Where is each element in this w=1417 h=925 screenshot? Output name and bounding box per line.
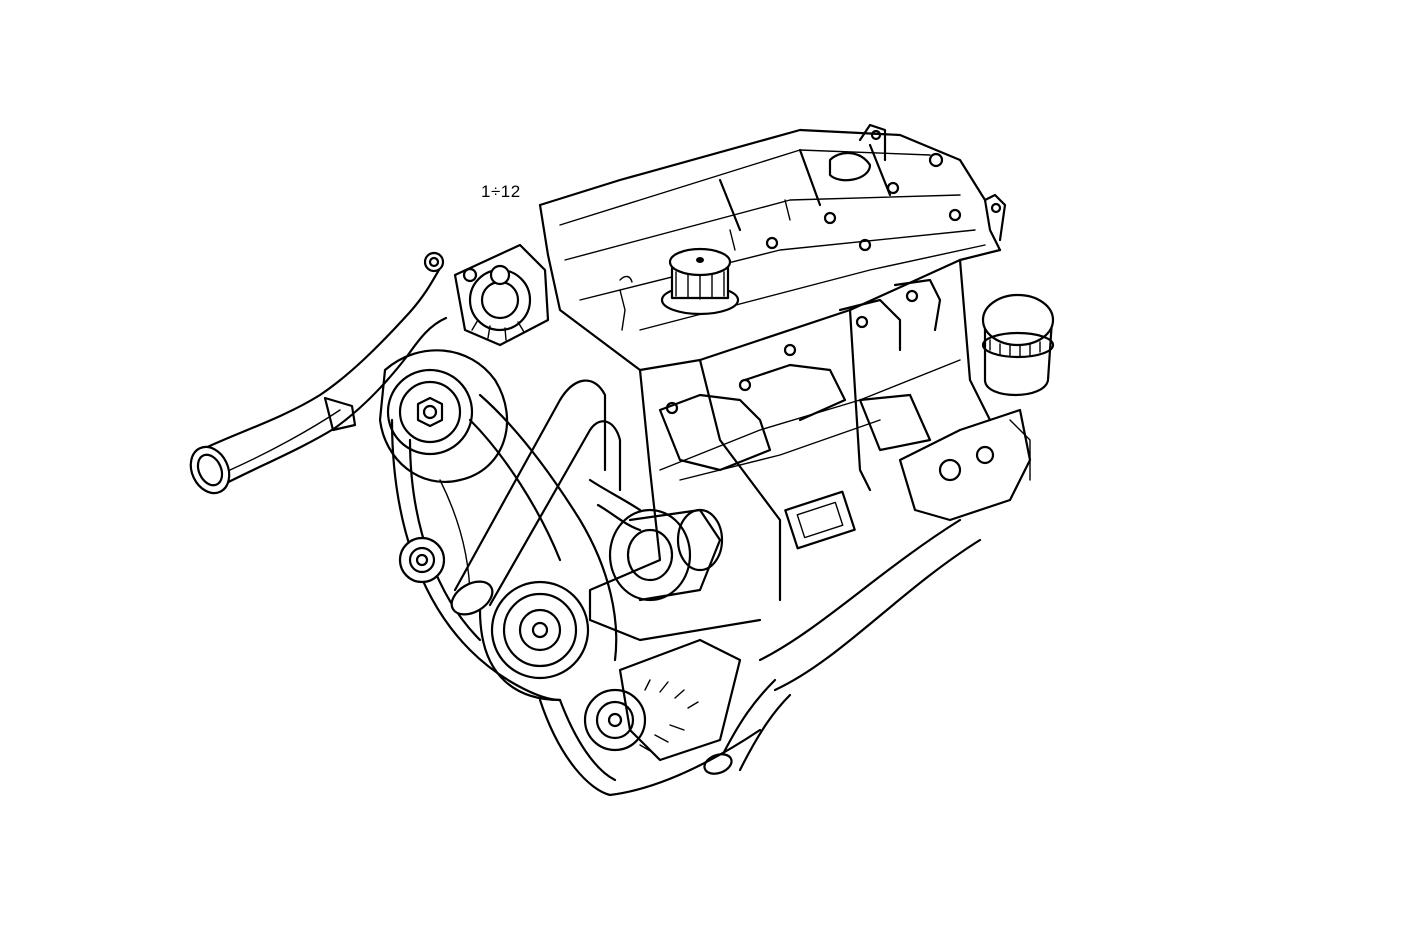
idler-pulley: [398, 536, 446, 584]
oil-filter: [981, 293, 1055, 396]
fan-pulley: [378, 349, 509, 483]
valve-cover: [538, 128, 1002, 372]
water-pump: [608, 508, 724, 602]
lower-hose: [703, 518, 982, 775]
oil-pan: [538, 698, 762, 797]
timing-gear: [453, 243, 550, 347]
lifting-brackets: [828, 123, 1007, 242]
oil-filler-cap: [660, 247, 740, 316]
part-number-callout: 1÷12: [481, 182, 521, 201]
injector-lines: [619, 199, 791, 331]
alternator: [583, 638, 742, 762]
coolant-pipe: [450, 379, 642, 616]
engine-block: [588, 258, 992, 642]
injection-pump: [858, 393, 1032, 522]
crankshaft-pulley: [478, 580, 590, 702]
exhaust-manifold: [658, 278, 942, 472]
intake-pipe: [189, 251, 448, 495]
